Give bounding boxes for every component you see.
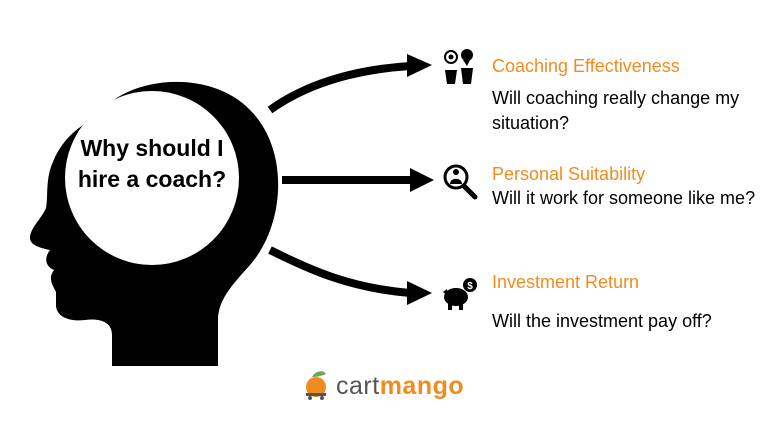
piggy-bank-dollar-icon: $ bbox=[443, 278, 477, 310]
item-title-personal-suitability: Personal Suitability bbox=[492, 164, 646, 184]
arrow-bottom-head bbox=[407, 281, 432, 305]
head-question: Why should I hire a coach? bbox=[77, 135, 227, 192]
people-bubble-icon bbox=[444, 49, 473, 84]
mango-icon bbox=[306, 371, 326, 400]
logo-wordmark: cartmango bbox=[336, 372, 464, 401]
logo-part-mango: mango bbox=[379, 371, 465, 400]
magnifier-person-icon bbox=[443, 164, 478, 200]
cartmango-logo: cartmango bbox=[330, 370, 464, 402]
item-description-personal-suitability: Will it work for someone like me? bbox=[492, 188, 756, 208]
arrow-top-head bbox=[407, 54, 432, 77]
thought-circle bbox=[65, 91, 239, 265]
arrow-middle-head bbox=[410, 168, 434, 192]
item-description-investment-return: Will the investment pay off? bbox=[492, 311, 712, 331]
arrow-bottom-line bbox=[268, 246, 411, 297]
arrow-top-line bbox=[267, 62, 411, 114]
logo-part-cart: cart bbox=[336, 371, 380, 400]
item-title-investment-return: Investment Return bbox=[492, 272, 640, 292]
svg-text:$: $ bbox=[467, 281, 473, 292]
item-title-coaching-effectiveness: Coaching Effectiveness bbox=[492, 56, 680, 76]
item-description-coaching-effectiveness: Will coaching really change my situation… bbox=[492, 88, 740, 133]
